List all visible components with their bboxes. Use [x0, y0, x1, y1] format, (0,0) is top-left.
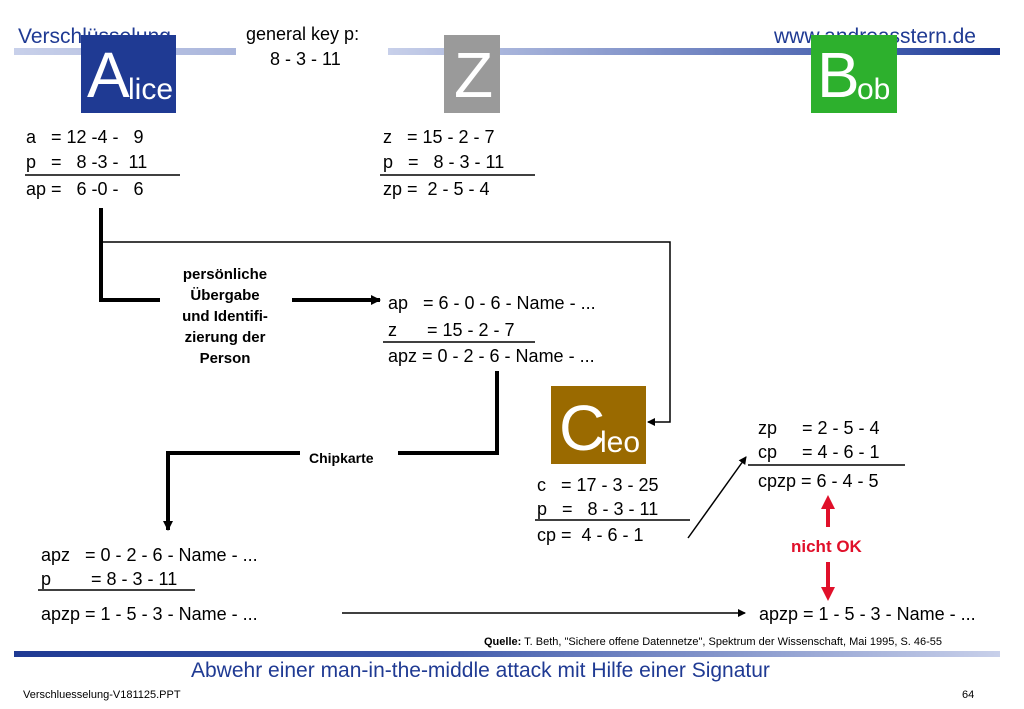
alice-to-cleo-line [101, 241, 671, 426]
alice-box-rest: lice [128, 73, 174, 106]
bob-box-rest: ob [857, 73, 891, 106]
footer-file-name: Verschluesselung-V181125.PPT [23, 689, 181, 701]
z-row-p: p = 8 - 3 - 11 [383, 152, 505, 172]
cleo-box-rest: leo [600, 426, 641, 459]
bob-apzp: apzp = 1 - 5 - 3 - Name - ... [759, 604, 976, 624]
bob-row-cp: cp = 4 - 6 - 1 [758, 442, 880, 462]
cleo-row-p: p = 8 - 3 - 11 [537, 499, 659, 519]
z-box-initial: Z [454, 39, 494, 111]
footer-page-number: 64 [962, 689, 975, 701]
z-row-zp: zp = 2 - 5 - 4 [383, 179, 490, 199]
handover-note-line-5: Person [199, 350, 251, 367]
z-box: Z [444, 35, 500, 113]
z-row-z: z = 15 - 2 - 7 [383, 127, 495, 147]
card-row-apz: apz = 0 - 2 - 6 - Name - ... [41, 545, 258, 565]
footer-bar [14, 651, 1000, 657]
alice-handover-line [99, 208, 160, 302]
card-row-apzp: apzp = 1 - 5 - 3 - Name - ... [41, 604, 258, 624]
chipkarte-line-to-card [163, 451, 300, 531]
alice-row-ap: ap = 6 -0 - 6 [26, 179, 144, 199]
slide-title: Abwehr einer man-in-the-middle attack mi… [191, 659, 770, 682]
alice-row-a: a = 12 -4 - 9 [26, 127, 144, 147]
source-text: T. Beth, "Sichere offene Datennetze", Sp… [521, 636, 943, 648]
cleo-row-c: c = 17 - 3 - 25 [537, 475, 659, 495]
source-citation: Quelle: T. Beth, "Sichere offene Datenne… [484, 636, 942, 648]
bob-box: B ob [811, 35, 897, 113]
handover-note-line-1: persönliche [182, 266, 268, 283]
cleo-box-initial: C [559, 392, 606, 464]
bob-box-initial: B [817, 39, 860, 111]
middle-row-apz: apz = 0 - 2 - 6 - Name - ... [388, 346, 595, 366]
cleo-to-bob-arrow [687, 456, 747, 539]
handover-note-line-3: und Identifi- [182, 308, 268, 325]
cleo-box: C leo [551, 386, 646, 464]
alice-box-initial: A [87, 39, 130, 111]
bob-row-zp: zp = 2 - 5 - 4 [758, 418, 880, 438]
alice-row-p: p = 8 -3 - 11 [26, 152, 148, 172]
handover-note-line-4: zierung der [184, 329, 266, 346]
bob-row-cpzp: cpzp = 6 - 4 - 5 [758, 471, 879, 491]
nicht-ok-label: nicht OK [791, 537, 862, 556]
general-key-value: 8 - 3 - 11 [270, 49, 341, 69]
source-prefix: Quelle: [484, 636, 522, 648]
chipkarte-line-down [398, 371, 499, 455]
card-row-p: p = 8 - 3 - 11 [41, 569, 178, 589]
alice-box: A lice [81, 35, 176, 113]
handover-note: persönliche Übergabe und Identifi- zieru… [160, 264, 290, 369]
general-key-label: general key p: [246, 24, 360, 44]
middle-row-ap: ap = 6 - 0 - 6 - Name - ... [388, 293, 596, 313]
middle-row-z: z = 15 - 2 - 7 [388, 320, 515, 340]
handover-note-line-2: Übergabe [190, 287, 260, 304]
chipkarte-label: Chipkarte [309, 450, 374, 466]
header-bar-right [388, 48, 1000, 55]
cleo-row-cp: cp = 4 - 6 - 1 [537, 525, 644, 545]
